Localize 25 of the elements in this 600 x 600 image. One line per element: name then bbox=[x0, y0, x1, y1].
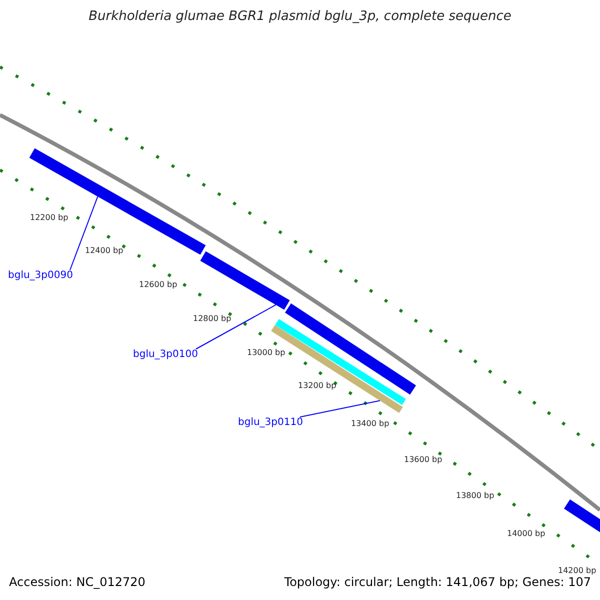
gene-label: bglu_3p0100 bbox=[133, 349, 198, 360]
tick-label: 14000 bp bbox=[507, 529, 546, 538]
leader-line bbox=[70, 196, 98, 270]
tick-label: 12800 bp bbox=[193, 314, 232, 323]
gene-bar bbox=[284, 303, 416, 395]
footer-text: Topology: circular; Length: 141,067 bp; Genes: 107 bbox=[284, 575, 591, 589]
title: Burkholderia glumae BGR1 plasmid bglu_3p, complete sequence bbox=[88, 9, 512, 24]
leader-line bbox=[196, 304, 276, 350]
gene-label: bglu_3p0090 bbox=[8, 270, 73, 281]
leader-line bbox=[300, 400, 380, 418]
gene-label: bglu_3p0110 bbox=[238, 417, 303, 428]
gene-bar bbox=[200, 251, 290, 310]
tick-label: 12400 bp bbox=[85, 246, 124, 255]
gene-bar bbox=[29, 148, 206, 255]
tick-label: 12600 bp bbox=[139, 280, 178, 289]
tick-label: 13000 bp bbox=[247, 348, 286, 357]
tick-label: 14200 bp bbox=[558, 566, 596, 575]
footer-text: Accession: NC_012720 bbox=[9, 575, 146, 589]
tick-label: 13800 bp bbox=[456, 491, 494, 500]
gene-bar bbox=[271, 325, 403, 413]
tick-label: 13200 bp bbox=[298, 381, 336, 390]
tick-label: 13400 bp bbox=[351, 419, 390, 428]
tick-label: 13600 bp bbox=[404, 455, 442, 464]
gene-bar bbox=[275, 319, 406, 405]
tick-label: 12200 bp bbox=[30, 213, 68, 222]
